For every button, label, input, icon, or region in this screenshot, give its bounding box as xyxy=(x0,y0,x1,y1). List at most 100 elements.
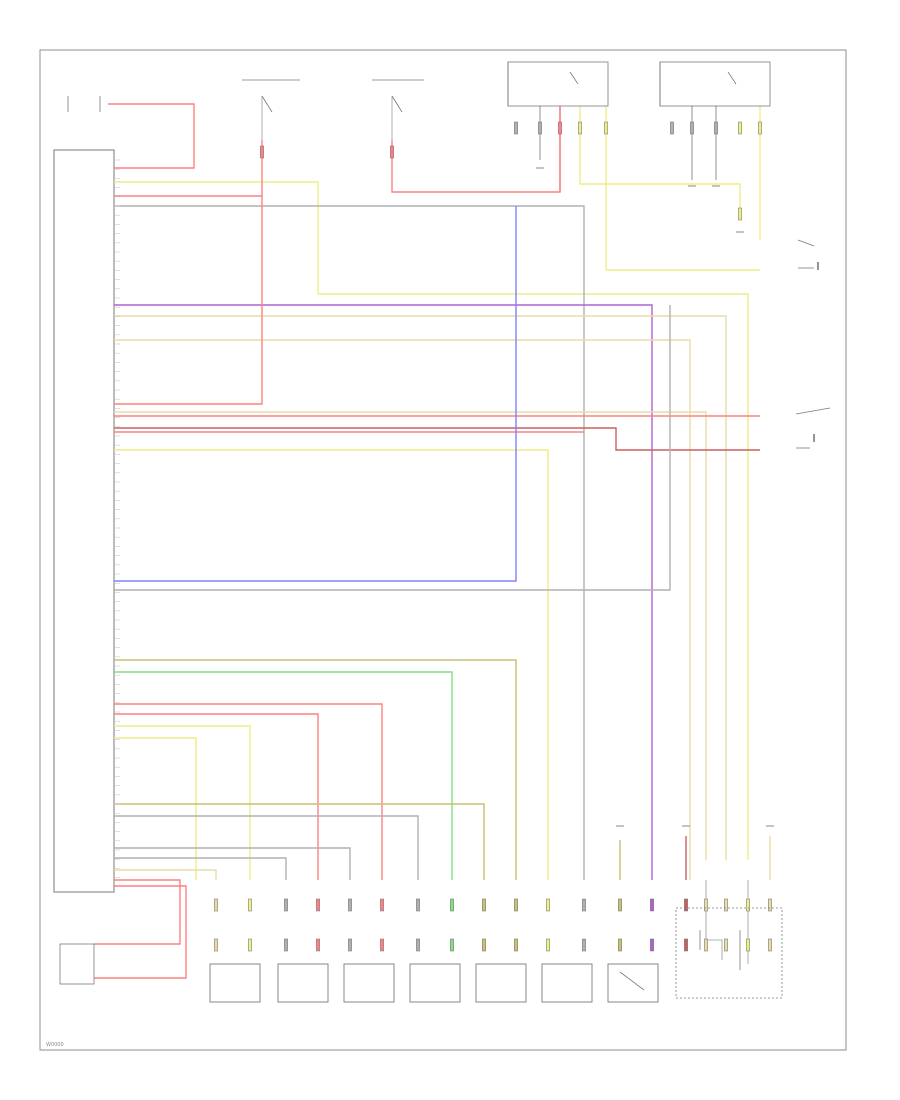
bottom-connector-terminal xyxy=(514,938,518,952)
wire-tan xyxy=(114,315,727,860)
wire-red xyxy=(94,885,187,979)
wire-gray xyxy=(114,857,287,880)
top-connector-terminal xyxy=(690,121,694,135)
bottom-connector-terminal xyxy=(248,938,252,952)
bottom-connector-terminal xyxy=(546,898,550,912)
wire-gray xyxy=(114,815,419,880)
top-connector-terminal xyxy=(670,121,674,135)
bottom-connector-terminal xyxy=(618,938,622,952)
bottom-connector-terminal xyxy=(380,938,384,952)
bottom-right-module xyxy=(675,907,783,999)
bottom-connector-terminal xyxy=(514,898,518,912)
bottom-connector-terminal xyxy=(316,898,320,912)
bottom-component-1 xyxy=(209,963,261,1003)
wire-tan xyxy=(114,411,707,860)
top-relay-right xyxy=(659,61,771,107)
bottom-connector-terminal xyxy=(416,898,420,912)
bottom-connector-terminal xyxy=(618,898,622,912)
bottom-component-2 xyxy=(277,963,329,1003)
top-left-fuse xyxy=(67,96,101,112)
top-switch-left xyxy=(242,79,300,140)
top-relay-left xyxy=(507,61,609,107)
wire-red xyxy=(114,703,383,880)
bottom-connector-terminal xyxy=(768,938,772,952)
bottom-component-4 xyxy=(409,963,461,1003)
terminal-layer xyxy=(114,121,772,952)
bottom-connector-terminal xyxy=(248,898,252,912)
bottom-connector-terminal xyxy=(684,938,688,952)
top-connector-terminal xyxy=(578,121,582,135)
wire-red xyxy=(108,103,195,169)
top-connector-terminal xyxy=(738,121,742,135)
wire-gray xyxy=(114,847,351,880)
wire-yellow xyxy=(114,181,749,860)
bottom-connector-terminal xyxy=(650,898,654,912)
bottom-component-6 xyxy=(541,963,593,1003)
wire-blue xyxy=(114,206,517,582)
wire-olive xyxy=(114,803,485,880)
top-connector-terminal xyxy=(538,121,542,135)
footer-code: W0000 xyxy=(46,1042,64,1048)
control-module xyxy=(53,149,115,893)
bottom-connector-terminal xyxy=(284,898,288,912)
bottom-connector-terminal xyxy=(704,938,708,952)
wire-gray xyxy=(114,305,671,591)
top-connector-terminal xyxy=(514,121,518,135)
wire-red xyxy=(391,106,561,193)
wire-green xyxy=(114,671,453,880)
bottom-component-5 xyxy=(475,963,527,1003)
bottom-connector-terminal xyxy=(684,898,688,912)
bottom-connector-terminal xyxy=(650,938,654,952)
bottom-connector-terminal xyxy=(746,898,750,912)
right-switch-upper xyxy=(797,239,819,270)
bottom-connector-terminal xyxy=(214,898,218,912)
bottom-connector-terminal xyxy=(724,898,728,912)
wire-return xyxy=(705,880,723,960)
bottom-connector-terminal xyxy=(724,938,728,952)
bottom-connector-terminal xyxy=(546,938,550,952)
top-connector-terminal xyxy=(558,121,562,135)
bottom-connector-terminal xyxy=(482,938,486,952)
bottom-connector-terminal xyxy=(316,938,320,952)
bottom-left-sensor xyxy=(59,943,95,985)
bottom-connector-terminal xyxy=(582,938,586,952)
bottom-connector-terminal xyxy=(482,898,486,912)
top-connector-terminal xyxy=(738,207,742,221)
wire-tan xyxy=(114,869,217,880)
bottom-connector-terminal xyxy=(746,938,750,952)
bottom-connector-terminal xyxy=(380,898,384,912)
bottom-component-3 xyxy=(343,963,395,1003)
wire-yellow xyxy=(579,106,741,220)
wire-olive xyxy=(114,659,517,880)
wire-red xyxy=(114,196,263,405)
top-connector-terminal xyxy=(758,121,762,135)
diagram-frame xyxy=(39,49,847,1051)
bottom-connector-terminal xyxy=(768,898,772,912)
bottom-connector-terminal xyxy=(450,898,454,912)
wire-yellow xyxy=(114,449,549,880)
bottom-connector-terminal xyxy=(582,898,586,912)
bottom-connector-terminal xyxy=(348,898,352,912)
top-connector-terminal xyxy=(604,121,608,135)
bottom-connector-terminal xyxy=(704,898,708,912)
right-switch-lower xyxy=(795,407,831,449)
wire-yellow xyxy=(114,725,251,880)
wire-red xyxy=(94,879,181,945)
bottom-connector-terminal xyxy=(450,938,454,952)
bottom-component-switch xyxy=(607,963,659,1003)
top-connector-terminal xyxy=(390,145,394,159)
top-connector-terminal xyxy=(260,145,264,159)
top-connector-terminal xyxy=(714,121,718,135)
wire-gray xyxy=(114,205,585,880)
wire-layer xyxy=(94,103,771,979)
wire-dkred xyxy=(114,427,760,451)
bottom-connector-terminal xyxy=(348,938,352,952)
component-layer xyxy=(209,167,774,1003)
wire-red xyxy=(114,713,319,880)
switch-contact xyxy=(619,971,645,991)
bottom-connector-terminal xyxy=(214,938,218,952)
top-switch-center xyxy=(372,79,424,140)
bottom-connector-terminal xyxy=(284,938,288,952)
wire-purple xyxy=(114,304,653,880)
